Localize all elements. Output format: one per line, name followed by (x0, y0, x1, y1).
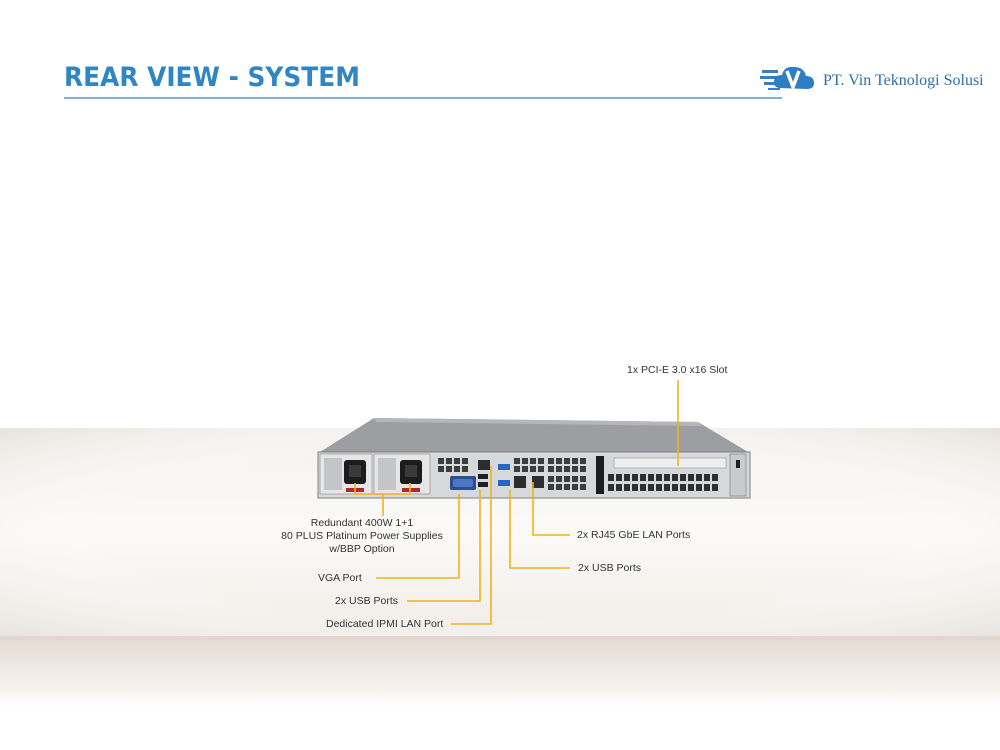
psu-label-line-1: Redundant 400W 1+1 (310, 517, 414, 529)
page-title: REAR VIEW - SYSTEM (64, 62, 360, 93)
label-rj45-lan-ports: 2x RJ45 GbE LAN Ports (577, 529, 691, 541)
usb-port-left-2 (478, 482, 488, 487)
usb-port-right-1 (498, 464, 510, 470)
label-power-supplies: Redundant 400W 1+1 80 PLUS Platinum Powe… (262, 517, 462, 556)
vga-port (450, 476, 476, 490)
label-ipmi-lan-port: Dedicated IPMI LAN Port (326, 618, 444, 630)
usb-port-right-2 (498, 480, 510, 486)
psu-bay-2 (373, 453, 431, 495)
pcie-slot (596, 456, 727, 494)
psu-bay-1 (319, 453, 373, 495)
company-logo (760, 66, 814, 90)
ipmi-lan-port (478, 460, 490, 470)
company-name: PT. Vin Teknologi Solusi (823, 72, 984, 89)
rj45-port-1 (514, 476, 526, 488)
rj45-port-2 (532, 476, 544, 488)
rack-ear (729, 453, 747, 497)
label-usb-ports-right: 2x USB Ports (578, 562, 642, 574)
title-divider (64, 97, 782, 99)
psu-label-line-3: w/BBP Option (329, 543, 395, 555)
server-chassis (317, 418, 751, 499)
cloud-v-icon (760, 66, 814, 90)
label-pcie-slot: 1x PCI-E 3.0 x16 Slot (627, 364, 728, 376)
psu-label-line-2: 80 PLUS Platinum Power Supplies (281, 530, 443, 542)
label-usb-ports-left: 2x USB Ports (335, 595, 399, 607)
chassis-top (320, 418, 748, 452)
label-vga-port: VGA Port (318, 572, 362, 584)
usb-port-left-1 (478, 474, 488, 479)
